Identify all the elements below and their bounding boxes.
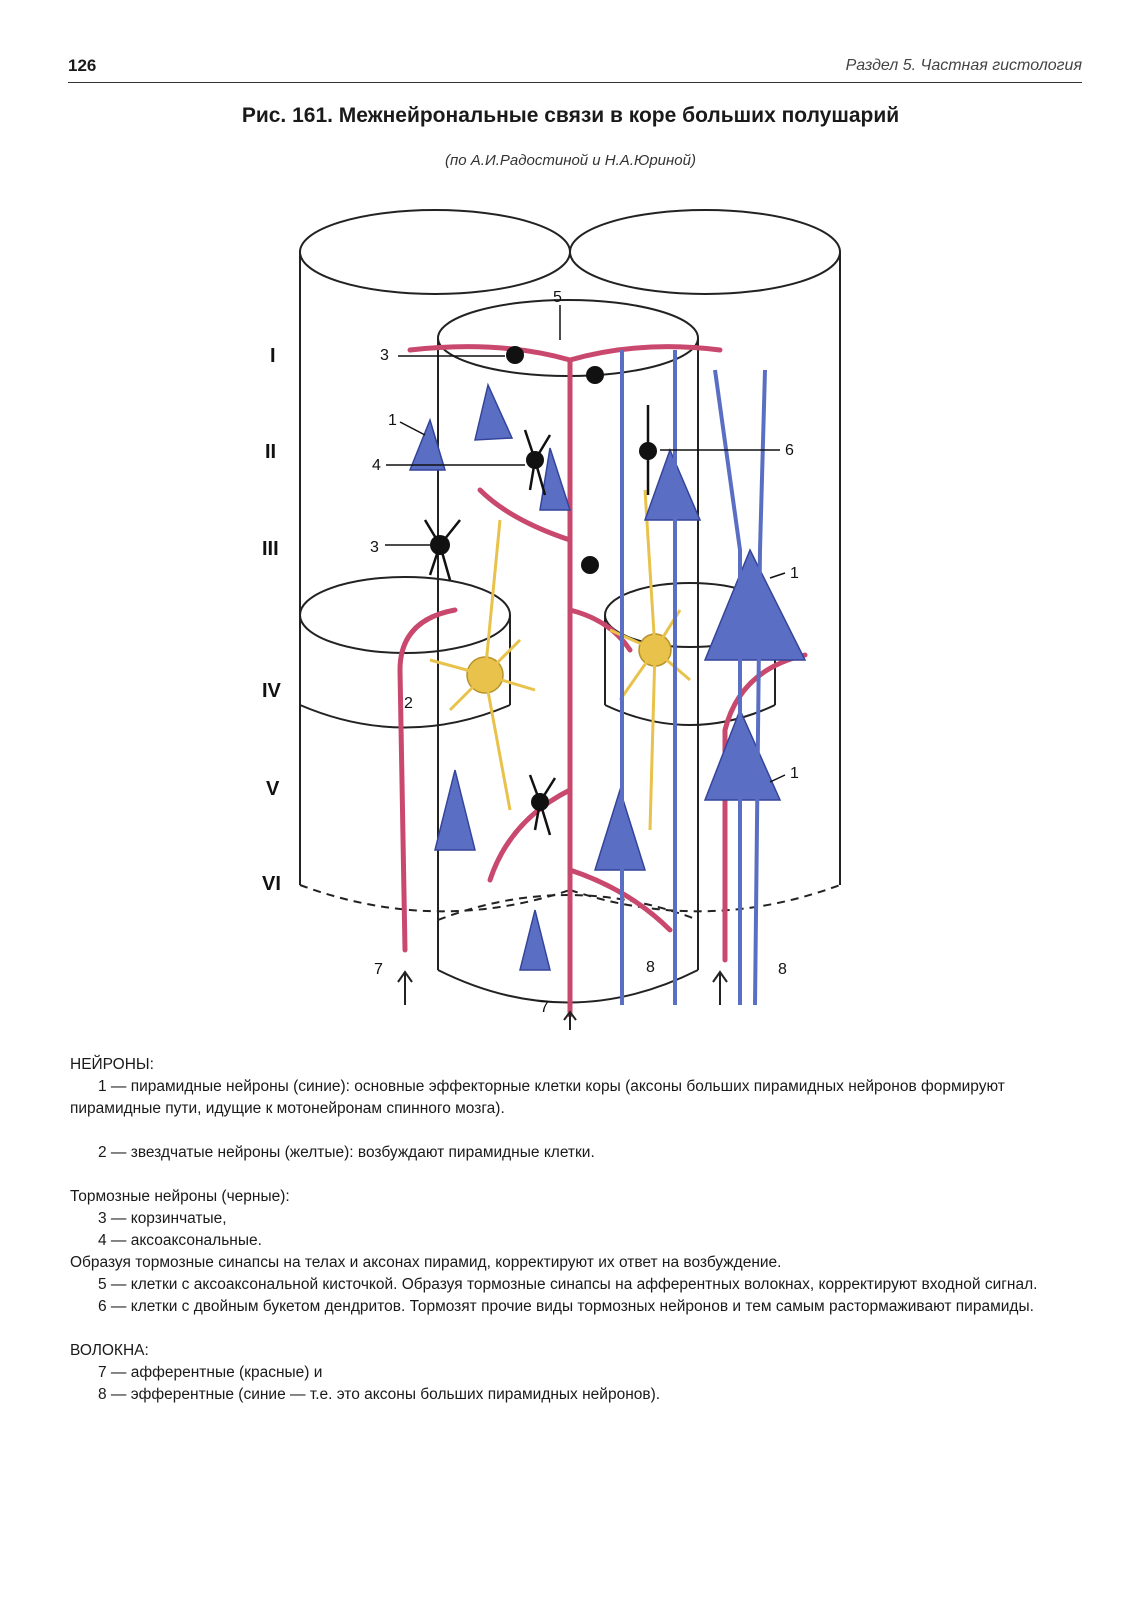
inhibitory-neuron [586, 366, 604, 384]
pyramidal-neuron [475, 385, 512, 440]
figure-title: Рис. 161. Межнейрональные связи в коре б… [0, 104, 1141, 128]
pyramidal-neuron [540, 448, 570, 510]
page-number: 126 [68, 56, 96, 76]
callout-label: 8 [646, 959, 655, 976]
callout-label: 7 [374, 961, 383, 978]
legend-item-4: 4 — аксоаксональные. [70, 1230, 1082, 1252]
callout-label: 8 [778, 961, 787, 978]
inhibitory-neuron [506, 346, 524, 364]
pyramidal-neuron [645, 450, 700, 520]
legend-item-5: 5 — клетки с аксоаксональной кисточкой. … [70, 1274, 1082, 1296]
callout-label: 3 [370, 539, 379, 556]
callout-label: 7 [540, 999, 549, 1016]
cortex-diagram: I II III IV V VI 1 1 1 2 3 3 4 5 6 7 7 8… [250, 190, 890, 1040]
layer-label: IV [262, 680, 282, 702]
legend: НЕЙРОНЫ: 1 — пирамидные нейроны (синие):… [70, 1054, 1082, 1406]
callout-label: 1 [790, 565, 799, 582]
neurons-heading: НЕЙРОНЫ: [70, 1054, 1082, 1076]
callout-label: 4 [372, 457, 381, 474]
inhibitory-note: Образуя тормозные синапсы на телах и акс… [70, 1252, 1082, 1274]
layer-label: VI [262, 873, 281, 895]
legend-item-8: 8 — эфферентные (синие — т.е. это аксоны… [70, 1384, 1082, 1406]
legend-item-6: 6 — клетки с двойным букетом дендритов. … [70, 1296, 1082, 1318]
pyramidal-neuron [435, 770, 475, 850]
layer-label: V [266, 778, 280, 800]
callout-label: 3 [380, 347, 389, 364]
running-head: Раздел 5. Частная гистология [846, 57, 1082, 75]
layer-label: II [265, 441, 276, 463]
layer-label: III [262, 538, 279, 560]
legend-item-3: 3 — корзинчатые, [70, 1208, 1082, 1230]
inhibitory-neuron [581, 556, 599, 574]
fibers-heading: ВОЛОКНА: [70, 1340, 1082, 1362]
legend-item-1: 1 — пирамидные нейроны (синие): основные… [70, 1076, 1082, 1120]
left-column-top [300, 210, 570, 294]
layer-label: I [270, 345, 276, 367]
right-column-top [570, 210, 840, 294]
callout-label: 2 [404, 695, 413, 712]
page-header: 126 Раздел 5. Частная гистология [68, 52, 1082, 83]
pyramidal-neuron [410, 420, 445, 470]
callout-label: 5 [553, 289, 562, 306]
inhibitory-heading: Тормозные нейроны (черные): [70, 1186, 1082, 1208]
pyramidal-neuron [520, 910, 550, 970]
callout-label: 1 [790, 765, 799, 782]
callout-label: 6 [785, 442, 794, 459]
figure-source: (по А.И.Радостиной и Н.А.Юриной) [0, 152, 1141, 169]
legend-item-2: 2 — звездчатые нейроны (желтые): возбужд… [70, 1142, 1082, 1164]
callout-label: 1 [388, 412, 397, 429]
legend-item-7: 7 — афферентные (красные) и [70, 1362, 1082, 1384]
